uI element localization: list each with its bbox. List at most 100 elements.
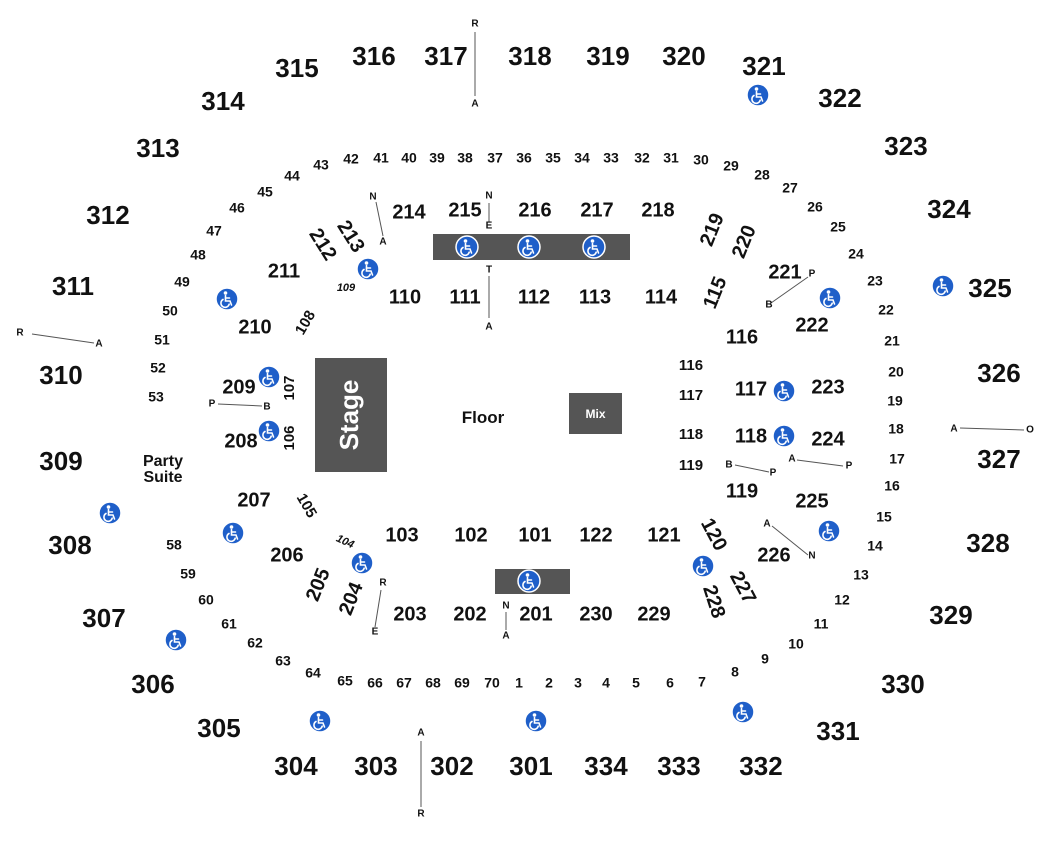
section-label-220[interactable]: 220	[728, 222, 761, 261]
section-label-111[interactable]: 111	[449, 286, 480, 308]
section-label-219[interactable]: 219	[696, 210, 729, 249]
section-label-326[interactable]: 326	[977, 358, 1020, 388]
wheelchair-accessible-icon[interactable]	[221, 521, 245, 545]
section-label-302[interactable]: 302	[430, 751, 473, 781]
section-label-11[interactable]: 11	[814, 616, 829, 632]
section-label-58[interactable]: 58	[166, 537, 182, 553]
section-label-118[interactable]: 118	[735, 425, 767, 447]
section-label-122[interactable]: 122	[579, 524, 612, 546]
section-label-25[interactable]: 25	[830, 219, 846, 235]
section-label-48[interactable]: 48	[190, 247, 206, 263]
section-label-214[interactable]: 214	[392, 201, 426, 223]
section-label-101[interactable]: 101	[518, 524, 551, 546]
section-label-222[interactable]: 222	[795, 314, 828, 336]
wheelchair-accessible-icon[interactable]	[772, 379, 796, 403]
section-label-65[interactable]: 65	[337, 673, 353, 689]
section-label-215[interactable]: 215	[448, 199, 481, 221]
section-label-6[interactable]: 6	[666, 675, 674, 691]
section-label-321[interactable]: 321	[742, 51, 785, 81]
wheelchair-accessible-icon[interactable]	[98, 501, 122, 525]
section-label-201[interactable]: 201	[519, 603, 552, 625]
section-label-60[interactable]: 60	[198, 592, 214, 608]
section-label-327[interactable]: 327	[977, 444, 1020, 474]
section-label-107[interactable]: 107	[281, 375, 298, 400]
section-label-229[interactable]: 229	[637, 603, 670, 625]
section-label-112[interactable]: 112	[518, 286, 550, 308]
section-label-320[interactable]: 320	[662, 41, 705, 71]
section-label-8[interactable]: 8	[731, 664, 739, 680]
section-label-63[interactable]: 63	[275, 653, 291, 669]
section-label-310[interactable]: 310	[39, 360, 82, 390]
section-label-108[interactable]: 108	[292, 308, 319, 338]
section-label-64[interactable]: 64	[305, 665, 321, 681]
section-label-14[interactable]: 14	[867, 538, 883, 554]
section-label-116[interactable]: 116	[679, 357, 703, 374]
section-label-5[interactable]: 5	[632, 675, 640, 691]
section-label-52[interactable]: 52	[150, 360, 166, 376]
section-label-207[interactable]: 207	[237, 489, 270, 511]
section-label-323[interactable]: 323	[884, 131, 927, 161]
section-label-7[interactable]: 7	[698, 674, 706, 690]
section-label-319[interactable]: 319	[586, 41, 629, 71]
section-label-49[interactable]: 49	[174, 274, 190, 290]
wheelchair-accessible-icon[interactable]	[517, 569, 541, 593]
section-label-109[interactable]: 109	[337, 282, 356, 294]
section-label-312[interactable]: 312	[86, 200, 129, 230]
section-label-2[interactable]: 2	[545, 675, 553, 691]
section-label-118[interactable]: 118	[679, 426, 703, 443]
section-label-29[interactable]: 29	[723, 158, 739, 174]
section-label-10[interactable]: 10	[788, 636, 804, 652]
wheelchair-accessible-icon[interactable]	[691, 554, 715, 578]
wheelchair-accessible-icon[interactable]	[455, 235, 479, 259]
wheelchair-accessible-icon[interactable]	[818, 286, 842, 310]
section-label-105[interactable]: 105	[293, 491, 320, 521]
section-label-314[interactable]: 314	[201, 86, 245, 116]
wheelchair-accessible-icon[interactable]	[524, 709, 548, 733]
section-label-59[interactable]: 59	[180, 566, 196, 582]
wheelchair-accessible-icon[interactable]	[582, 235, 606, 259]
section-label-204[interactable]: 204	[335, 578, 368, 618]
wheelchair-accessible-icon[interactable]	[817, 519, 841, 543]
wheelchair-accessible-icon[interactable]	[772, 424, 796, 448]
section-label-304[interactable]: 304	[274, 751, 318, 781]
section-label-209[interactable]: 209	[222, 376, 255, 398]
section-label-224[interactable]: 224	[811, 428, 845, 450]
section-label-303[interactable]: 303	[354, 751, 397, 781]
section-label-102[interactable]: 102	[454, 524, 487, 546]
section-label-53[interactable]: 53	[148, 389, 164, 405]
section-label-19[interactable]: 19	[887, 393, 903, 409]
section-label-318[interactable]: 318	[508, 41, 551, 71]
section-label-121[interactable]: 121	[647, 524, 680, 546]
section-label-42[interactable]: 42	[343, 151, 359, 167]
section-label-62[interactable]: 62	[247, 635, 263, 651]
section-label-216[interactable]: 216	[518, 199, 551, 221]
section-label-328[interactable]: 328	[966, 528, 1009, 558]
section-label-316[interactable]: 316	[352, 41, 395, 71]
wheelchair-accessible-icon[interactable]	[215, 287, 239, 311]
section-label-117[interactable]: 117	[679, 387, 703, 404]
wheelchair-accessible-icon[interactable]	[308, 709, 332, 733]
section-label-210[interactable]: 210	[238, 316, 271, 338]
section-label-32[interactable]: 32	[634, 150, 650, 166]
wheelchair-accessible-icon[interactable]	[257, 365, 281, 389]
section-label-211[interactable]: 211	[268, 260, 300, 282]
section-label-333[interactable]: 333	[657, 751, 700, 781]
section-label-228[interactable]: 228	[698, 583, 729, 622]
section-label-69[interactable]: 69	[454, 675, 470, 691]
section-label-39[interactable]: 39	[429, 150, 445, 166]
section-label-23[interactable]: 23	[867, 273, 883, 289]
section-label-38[interactable]: 38	[457, 150, 473, 166]
section-label-68[interactable]: 68	[425, 675, 441, 691]
wheelchair-accessible-icon[interactable]	[164, 628, 188, 652]
section-label-67[interactable]: 67	[396, 675, 412, 691]
wheelchair-accessible-icon[interactable]	[517, 235, 541, 259]
section-label-12[interactable]: 12	[834, 592, 850, 608]
section-label-22[interactable]: 22	[878, 302, 894, 318]
section-label-330[interactable]: 330	[881, 669, 924, 699]
section-label-119[interactable]: 119	[679, 457, 703, 474]
section-label-317[interactable]: 317	[424, 41, 467, 71]
section-label-104[interactable]: 104	[334, 533, 356, 552]
wheelchair-accessible-icon[interactable]	[356, 257, 380, 281]
section-label-119[interactable]: 119	[726, 480, 758, 502]
section-label-218[interactable]: 218	[641, 199, 674, 221]
